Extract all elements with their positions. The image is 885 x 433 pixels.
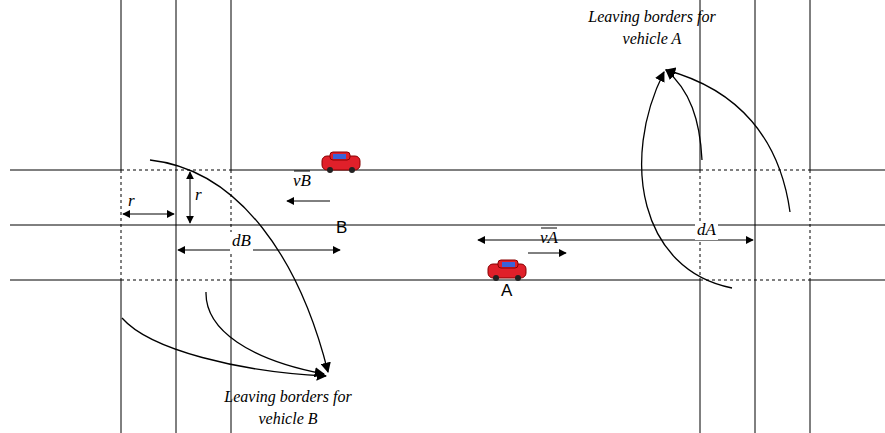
dimension-label: dA [695, 221, 718, 240]
vehicle-a [488, 260, 526, 281]
dimension-label: r [195, 186, 202, 205]
border-note: Leaving borders for vehicle B [213, 386, 363, 429]
border-note: Leaving borders for vehicle A [577, 6, 727, 49]
velocity-label: vB [293, 172, 311, 191]
dimension-label: dB [230, 232, 253, 251]
dimension-label: r [128, 192, 135, 211]
vehicle-label: A [501, 282, 512, 301]
vehicle-b [322, 152, 360, 173]
velocity-label: vA [540, 229, 558, 248]
vehicle-label: B [336, 219, 347, 238]
